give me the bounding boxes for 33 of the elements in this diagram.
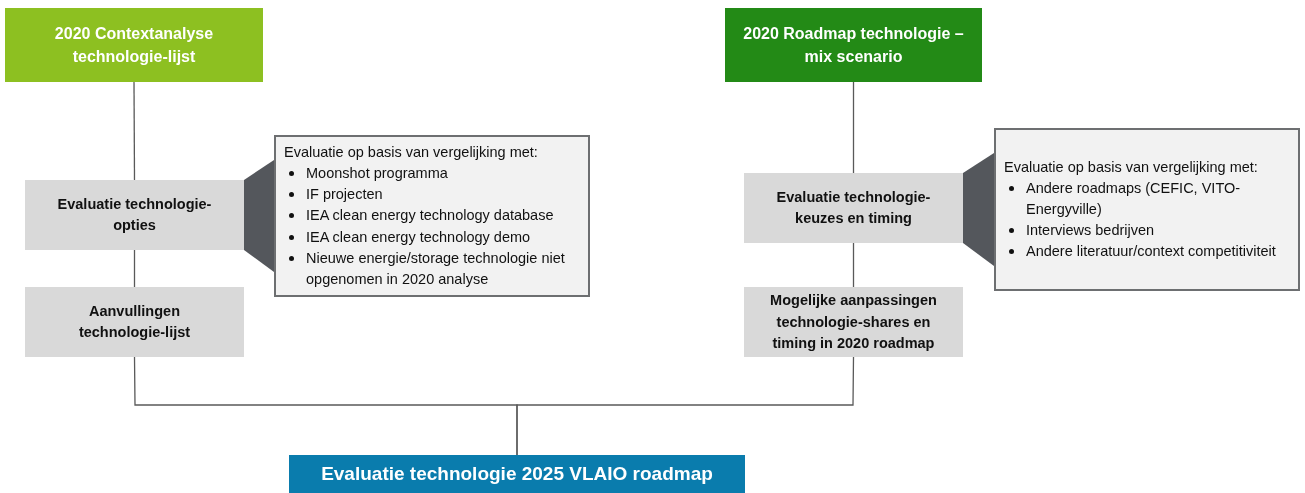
box-label: Evaluatie technologie-keuzes en timing: [775, 188, 932, 228]
result-box: [289, 455, 745, 493]
process-box: [25, 287, 244, 357]
connector-line: [852, 242, 855, 288]
box-label: Evaluatie technologie-opties: [56, 195, 213, 235]
bullet-item: Andere roadmaps (CEFIC, VITO-Energyville): [1026, 179, 1241, 217]
bullet-item: IF projecten: [306, 186, 383, 203]
process-box: [744, 173, 963, 243]
connector-line: [516, 356, 855, 456]
box-label: Evaluatie technologie 2025 VLAIO roadmap: [321, 462, 713, 487]
bullet-item: IEA clean energy technology demo: [306, 228, 531, 245]
bullet-item: Nieuwe energie/storage technologie niet opgenomen in 2020 analyse: [306, 249, 565, 287]
callout-heading: Evaluatie op basis van vergelijking met:: [1004, 157, 1258, 177]
connector-line: [133, 81, 136, 181]
title-box: [5, 8, 263, 82]
title-box: [725, 8, 982, 82]
process-box: [25, 180, 244, 250]
box-label: 2020 Contextanalyse technologie-lijst: [53, 23, 215, 67]
callout-box: [274, 135, 590, 297]
connector-line: [852, 81, 855, 174]
callout-box: [994, 128, 1300, 291]
box-label: Aanvullingen technologie-lijst: [77, 302, 192, 342]
bullet-item: Moonshot programma: [306, 165, 448, 182]
process-box: [744, 287, 963, 357]
connector-line: [133, 249, 136, 288]
box-label: 2020 Roadmap technologie – mix scenario: [742, 23, 965, 67]
callout-pointer: [963, 153, 994, 266]
bullet-item: Interviews bedrijven: [1026, 222, 1155, 238]
box-label: Mogelijke aanpassingen technologie-shares en timing in 2020 roadmap: [769, 291, 938, 353]
callout-heading: Evaluatie op basis van vergelijking met:: [284, 143, 538, 163]
bullet-item: Andere literatuur/context competitiviteit: [1026, 243, 1276, 259]
bullet-item: IEA clean energy technology database: [306, 207, 554, 224]
callout-pointer: [244, 160, 274, 272]
